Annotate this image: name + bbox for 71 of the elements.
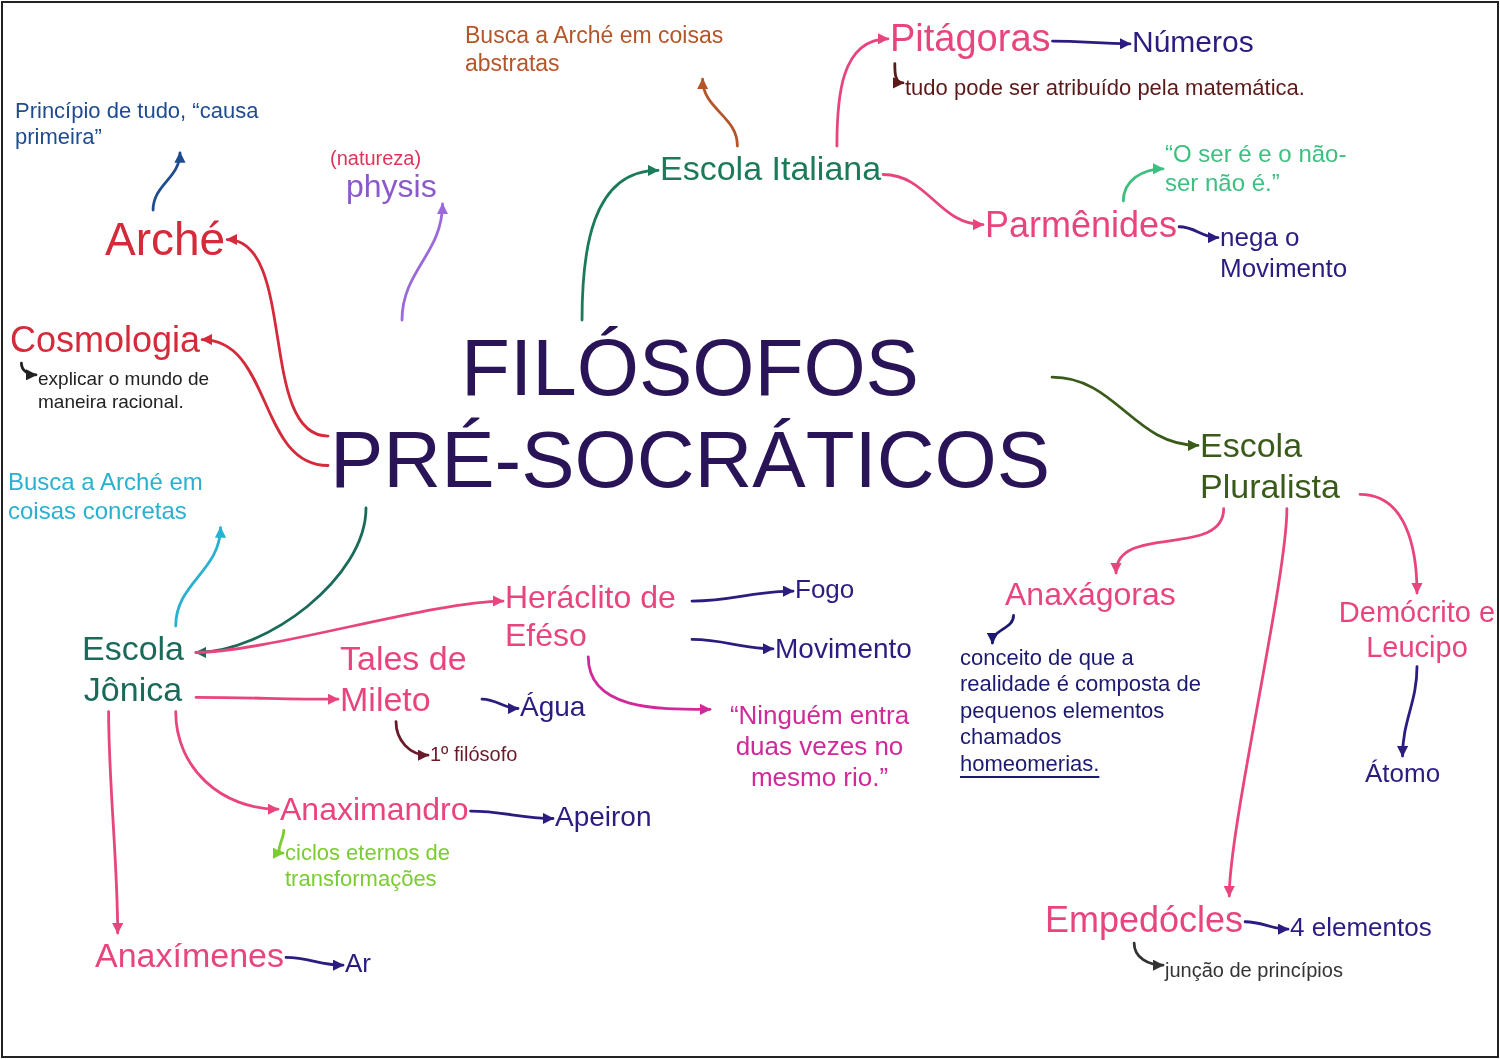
philosopher-name: Pitágoras xyxy=(890,16,1051,62)
philosopher-name: Anaxímenes xyxy=(95,935,284,976)
note-text: tudo pode ser atribuído pela matemática. xyxy=(905,75,1305,102)
arrow xyxy=(480,697,520,714)
school-label: Escola Italiana xyxy=(660,148,882,189)
arrow xyxy=(1397,665,1419,758)
arrow xyxy=(881,173,985,230)
concept-label: physis xyxy=(346,170,438,202)
note-text: explicar o mundo de maneira racional. xyxy=(38,368,238,414)
arrow xyxy=(586,655,712,715)
arrow xyxy=(690,638,775,655)
note-text: ciclos eternos de transformações xyxy=(285,840,595,893)
philosopher-name: Demócrito e Leucipo xyxy=(1338,595,1496,665)
concept-label: Átomo xyxy=(1365,758,1441,790)
arrow xyxy=(690,585,795,603)
arrow xyxy=(892,62,905,88)
arrow xyxy=(394,720,430,761)
arrow xyxy=(194,595,505,654)
philosopher-name: Heráclito de Eféso xyxy=(505,578,690,655)
arrow xyxy=(151,151,185,212)
arrow xyxy=(107,710,124,935)
concept-label: Números xyxy=(1132,24,1254,60)
arrow xyxy=(1224,507,1289,898)
arrow xyxy=(1177,225,1220,243)
arrow xyxy=(200,335,330,467)
concept-label: Movimento xyxy=(775,632,912,666)
concept-label: Ar xyxy=(345,948,371,980)
arrow xyxy=(469,809,555,824)
arrow xyxy=(698,77,739,148)
note-text: Princípio de tudo, “causa primeira” xyxy=(15,98,315,151)
arrow xyxy=(1243,920,1290,935)
note-text: (natureza) xyxy=(330,146,422,170)
arrow xyxy=(1112,507,1226,575)
note-text: nega o Movimento xyxy=(1220,222,1420,285)
note-text: junção de princípios xyxy=(1165,958,1365,982)
note-text: 1º filósofo xyxy=(430,742,518,766)
philosopher-name: Tales de Mileto xyxy=(340,638,480,720)
philosopher-name: Anaxágoras xyxy=(1005,575,1176,614)
concept-label: Cosmologia xyxy=(10,318,201,362)
quote-text: “Ninguém entra duas vezes no mesmo rio.” xyxy=(712,700,927,794)
concept-label: Arché xyxy=(105,212,226,268)
arrow xyxy=(225,236,330,438)
arrow xyxy=(272,829,286,858)
arrow xyxy=(1358,492,1423,595)
note-text: Busca a Arché em coisas concretas xyxy=(8,468,258,526)
arrow xyxy=(400,202,448,322)
arrow xyxy=(1132,941,1165,971)
philosopher-name: Parmênides xyxy=(985,203,1178,247)
concept-label: Água xyxy=(520,690,586,724)
school-label: Escola Jônica xyxy=(72,628,194,710)
quote-text: “O ser é e o não-ser não é.” xyxy=(1165,140,1365,198)
arrow xyxy=(1121,163,1165,203)
arrow xyxy=(835,34,890,148)
arrow xyxy=(988,614,1015,645)
philosopher-name: Anaximandro xyxy=(280,790,469,829)
concept-label: Apeiron xyxy=(555,800,652,834)
concept-label: Fogo xyxy=(795,574,855,606)
term-label: homeomerias. xyxy=(960,750,1100,777)
arrow xyxy=(1050,375,1200,451)
note-text: Busca a Arché em coisas abstratas xyxy=(465,22,735,78)
arrow xyxy=(284,956,345,971)
concept-label: 4 elementos xyxy=(1290,912,1432,944)
arrow xyxy=(1051,38,1132,50)
arrow xyxy=(174,526,226,628)
central-topic: FILÓSOFOS PRÉ-SOCRÁTICOS xyxy=(330,322,1051,506)
arrow xyxy=(174,710,280,815)
arrow xyxy=(194,693,340,705)
arrow xyxy=(20,361,38,380)
arrow xyxy=(580,165,660,322)
philosopher-name: Empedócles xyxy=(1045,898,1244,942)
school-label: Escola Pluralista xyxy=(1200,425,1358,507)
